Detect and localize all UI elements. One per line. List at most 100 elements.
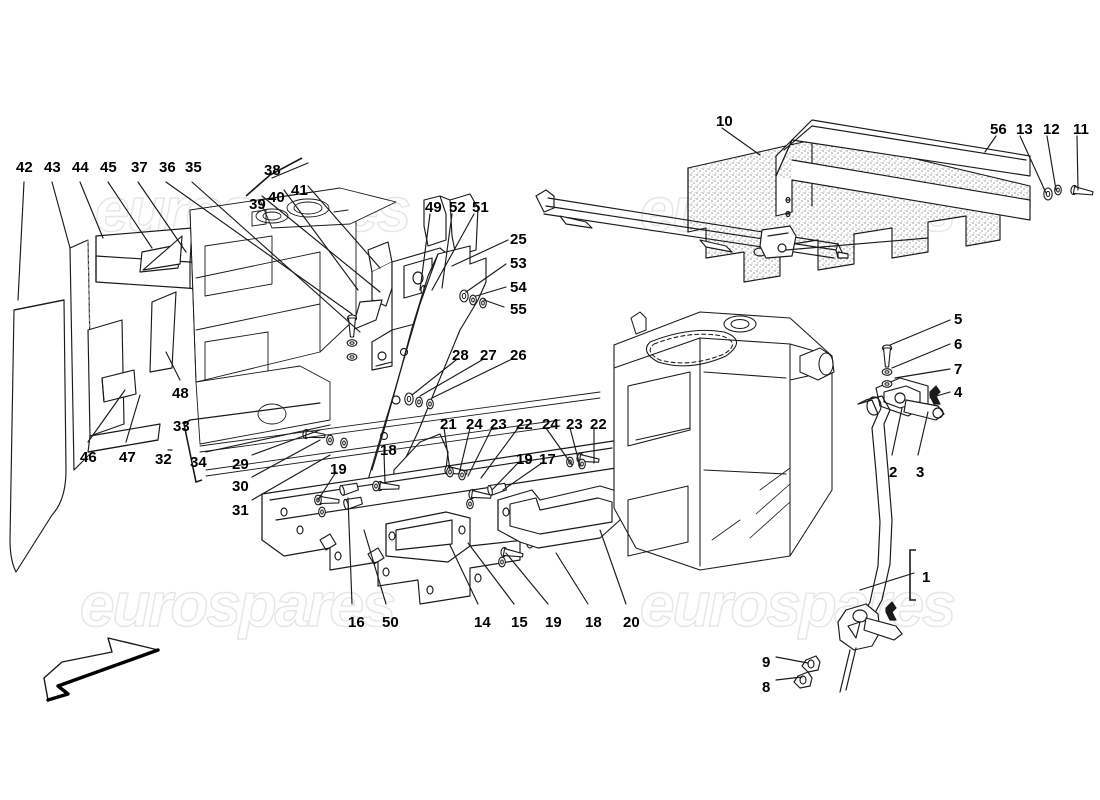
callout-29: 29 bbox=[232, 456, 249, 473]
leader-line-24 bbox=[458, 427, 471, 475]
callout-25: 25 bbox=[510, 231, 527, 248]
callout-15: 15 bbox=[511, 614, 528, 631]
leader-line-11 bbox=[1076, 135, 1079, 191]
callout-39: 39 bbox=[249, 196, 266, 213]
leader-line-35 bbox=[191, 181, 361, 333]
callout-24b: 24 bbox=[542, 416, 559, 433]
callout-21: 21 bbox=[440, 416, 457, 433]
leader-line-18 bbox=[383, 452, 386, 484]
leader-line-49 bbox=[419, 213, 431, 291]
leader-line-16 bbox=[347, 497, 353, 605]
part-46-47-panel bbox=[87, 319, 161, 453]
callout-32: 32 bbox=[155, 451, 172, 468]
leader-line-20 bbox=[599, 529, 627, 605]
shield-mount-bracket bbox=[759, 225, 929, 259]
callout-44: 44 bbox=[72, 159, 89, 176]
leader-line-1 bbox=[859, 572, 915, 591]
callout-10: 10 bbox=[716, 113, 733, 130]
leader-line-19b bbox=[317, 471, 337, 501]
leader-line-52 bbox=[441, 213, 453, 289]
part-42-panel bbox=[9, 299, 67, 573]
leader-line-15 bbox=[467, 542, 515, 605]
group-bracket-32 bbox=[183, 419, 203, 484]
callout-33: 33 bbox=[173, 418, 190, 435]
callout-16: 16 bbox=[348, 614, 365, 631]
leader-line-42 bbox=[17, 181, 25, 301]
callout-11: 11 bbox=[1073, 121, 1089, 138]
leader-line-10 bbox=[721, 127, 761, 156]
callout-8: 8 bbox=[762, 679, 771, 696]
callout-7: 7 bbox=[954, 361, 963, 378]
leader-line-31 bbox=[251, 454, 331, 501]
callout-55: 55 bbox=[510, 301, 527, 318]
group-bracket-38 bbox=[245, 157, 303, 197]
leader-line-24b bbox=[545, 427, 573, 466]
callout-18: 18 bbox=[380, 442, 397, 459]
callout-12: 12 bbox=[1043, 121, 1060, 138]
leader-line-23 bbox=[467, 427, 493, 477]
leader-line-19 bbox=[491, 462, 519, 491]
leader-line-50 bbox=[363, 529, 387, 605]
leader-line-19c bbox=[505, 552, 549, 605]
leader-line-26 bbox=[431, 359, 511, 399]
leader-line-30 bbox=[251, 439, 321, 478]
direction-arrow bbox=[43, 637, 160, 702]
callout-18b: 18 bbox=[585, 614, 602, 631]
fuel-tank bbox=[613, 311, 835, 571]
callout-30: 30 bbox=[232, 478, 249, 495]
callout-19: 19 bbox=[516, 451, 533, 468]
leader-line-29 bbox=[251, 429, 321, 456]
leader-line-40 bbox=[283, 189, 359, 291]
callout-37: 37 bbox=[131, 159, 148, 176]
callout-54: 54 bbox=[510, 279, 527, 296]
callout-2: 2 bbox=[889, 464, 898, 481]
callout-34: 34 bbox=[190, 454, 207, 471]
leader-line-36 bbox=[165, 181, 353, 315]
rod-assembly bbox=[793, 344, 945, 693]
callout-24: 24 bbox=[466, 416, 483, 433]
leader-line-25 bbox=[451, 239, 509, 267]
part-14-box bbox=[385, 511, 587, 563]
leader-line-48 bbox=[165, 351, 181, 381]
callout-31: 31 bbox=[232, 502, 249, 519]
callout-53: 53 bbox=[510, 255, 527, 272]
leader-line-47 bbox=[125, 394, 141, 443]
callout-40: 40 bbox=[268, 189, 285, 206]
callout-46: 46 bbox=[80, 449, 97, 466]
callout-26: 26 bbox=[510, 347, 527, 364]
callout-5: 5 bbox=[954, 311, 963, 328]
part-wedge-upper bbox=[142, 235, 183, 271]
callout-47: 47 bbox=[119, 449, 136, 466]
callout-19b: 19 bbox=[330, 461, 347, 478]
callout-49: 49 bbox=[425, 199, 442, 216]
under-rails bbox=[199, 391, 601, 477]
callout-3: 3 bbox=[916, 464, 925, 481]
part-56-flange bbox=[775, 119, 1031, 221]
leader-line-8 bbox=[775, 676, 803, 681]
callout-52: 52 bbox=[449, 199, 466, 216]
callout-23: 23 bbox=[490, 416, 507, 433]
callout-4: 4 bbox=[954, 384, 963, 401]
callout-38: 38 bbox=[264, 162, 281, 179]
callout-6: 6 bbox=[954, 336, 963, 353]
leader-line-6 bbox=[891, 343, 951, 369]
callout-35: 35 bbox=[185, 159, 202, 176]
callout-45: 45 bbox=[100, 159, 117, 176]
leader-line-33 bbox=[189, 402, 321, 421]
part-18-cover bbox=[497, 485, 621, 549]
callout-22b: 22 bbox=[590, 416, 607, 433]
leader-line-51 bbox=[431, 213, 475, 291]
callout-48: 48 bbox=[172, 385, 189, 402]
callout-51: 51 bbox=[472, 199, 489, 216]
leader-line-9 bbox=[775, 656, 809, 664]
leader-line-3 bbox=[917, 411, 929, 456]
leader-line-4 bbox=[929, 391, 951, 399]
leader-line-22 bbox=[480, 427, 519, 479]
leader-line-44 bbox=[79, 181, 104, 239]
leader-line-13 bbox=[1019, 135, 1047, 194]
callout-50: 50 bbox=[382, 614, 399, 631]
leader-line-7 bbox=[894, 368, 951, 379]
leader-line-27 bbox=[419, 359, 483, 397]
callout-36: 36 bbox=[159, 159, 176, 176]
